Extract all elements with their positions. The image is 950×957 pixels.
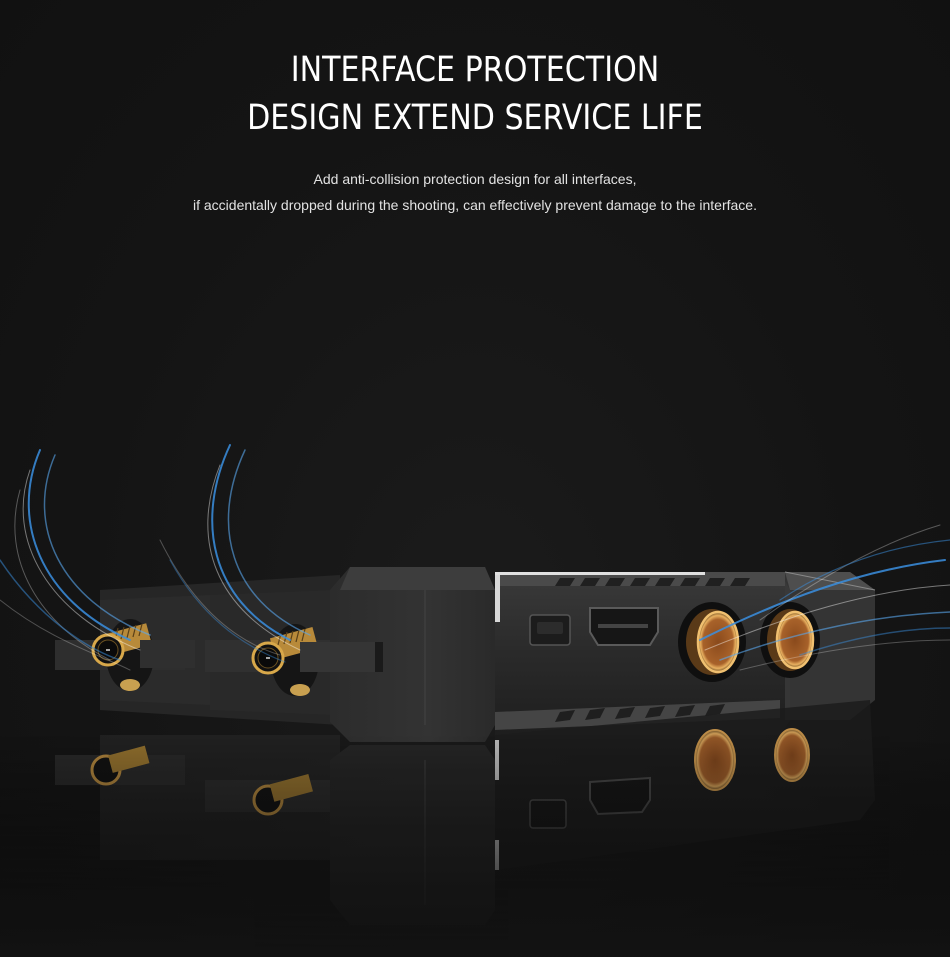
power-connector-right — [760, 602, 820, 678]
mini-usb-port — [529, 614, 571, 646]
description-line-1: Add anti-collision protection design for… — [313, 171, 637, 187]
page-title: INTERFACE PROTECTION DESIGN EXTEND SERVI… — [67, 46, 884, 142]
product-image — [0, 400, 950, 957]
power-connector-left — [678, 602, 746, 682]
device-body — [55, 567, 876, 742]
device-reflection — [0, 700, 950, 957]
title-line-1: INTERFACE PROTECTION — [290, 50, 660, 90]
description-line-2: if accidentally dropped during the shoot… — [193, 197, 757, 213]
hdmi-port — [589, 607, 659, 646]
title-line-2: DESIGN EXTEND SERVICE LIFE — [247, 98, 703, 138]
description: Add anti-collision protection design for… — [0, 166, 950, 218]
airflow-swooshes — [0, 444, 950, 671]
